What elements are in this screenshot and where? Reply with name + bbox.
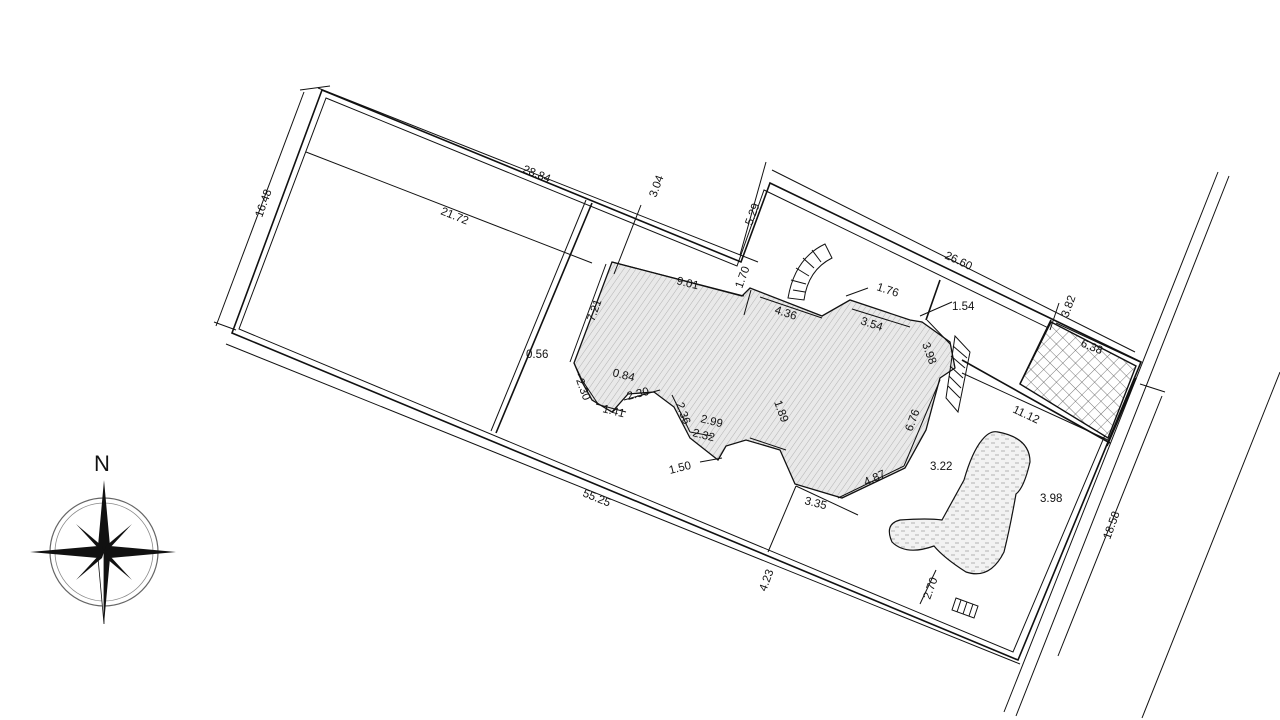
building-footprint bbox=[573, 261, 956, 499]
dim-label: 1.41 bbox=[601, 403, 626, 420]
road-edge-lines bbox=[1003, 171, 1280, 719]
dim-label: 3.82 bbox=[1060, 294, 1079, 319]
dim-label: 2.30 bbox=[626, 386, 651, 403]
dim-label: 2.99 bbox=[699, 413, 724, 430]
curved-staircase bbox=[787, 243, 833, 301]
dimension-lines bbox=[213, 85, 1166, 665]
dim-label: 3.98 bbox=[1040, 493, 1062, 505]
dim-label: 1.76 bbox=[875, 281, 900, 299]
dimension-labels: 16.48 28.84 21.72 3.04 5.29 26.60 3.82 6… bbox=[254, 164, 1123, 601]
north-label: N bbox=[94, 451, 110, 476]
dim-label: 55.25 bbox=[581, 488, 612, 510]
small-steps bbox=[951, 597, 979, 619]
dim-label: 0.56 bbox=[526, 349, 548, 361]
dim-label: 3.04 bbox=[648, 173, 667, 199]
compass-rose: N bbox=[30, 451, 176, 625]
dim-label: 1.50 bbox=[668, 460, 693, 477]
swimming-pool bbox=[888, 431, 1031, 575]
dim-label: 3.35 bbox=[803, 495, 828, 512]
dim-label: 28.84 bbox=[521, 164, 553, 186]
dim-label: 3.22 bbox=[930, 461, 952, 473]
dim-label: 2.32 bbox=[691, 427, 716, 444]
side-staircase bbox=[945, 334, 971, 414]
dim-label: 1.54 bbox=[952, 301, 975, 313]
dim-label: 9.01 bbox=[675, 275, 700, 292]
dim-label: 1.70 bbox=[734, 265, 753, 290]
dim-label: 21.72 bbox=[439, 206, 470, 228]
dim-label: 18.58 bbox=[1102, 510, 1123, 541]
dim-label: 5.29 bbox=[744, 202, 763, 227]
dim-label: 4.23 bbox=[758, 568, 777, 593]
dim-label: 2.70 bbox=[922, 576, 941, 601]
dim-label: 0.84 bbox=[611, 367, 636, 384]
dim-label: 16.48 bbox=[254, 188, 275, 219]
textured-paving-area bbox=[1019, 321, 1137, 440]
